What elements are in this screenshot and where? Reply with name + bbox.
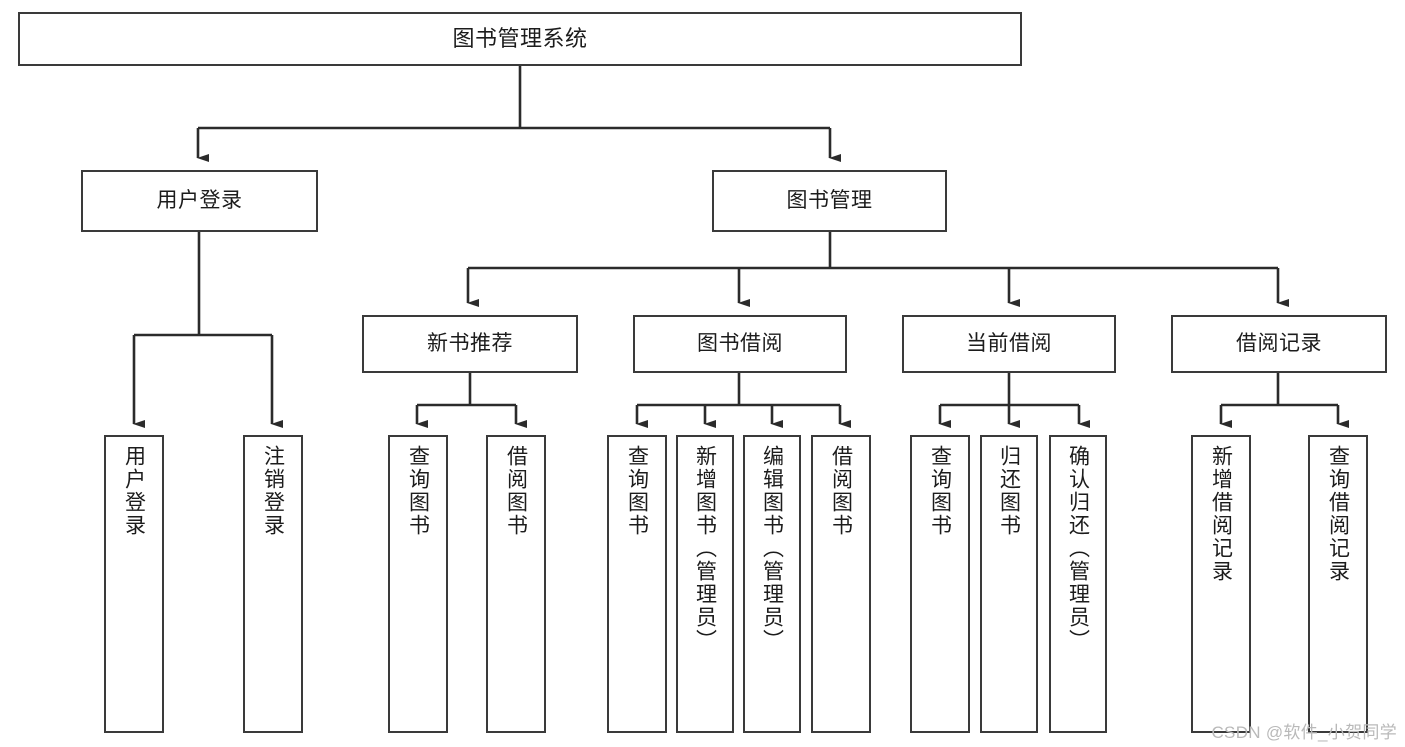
node-label: 编辑图书（管理员）: [760, 445, 784, 652]
node-label: 借阅记录: [1236, 332, 1322, 356]
node-label: 图书借阅: [697, 332, 783, 356]
node-root-system[interactable]: 图书管理系统: [18, 12, 1022, 66]
leaf-borrow-book-recommend[interactable]: 借阅图书: [486, 435, 546, 733]
leaf-confirm-return-admin[interactable]: 确认归还（管理员）: [1049, 435, 1107, 733]
leaf-add-book-admin[interactable]: 新增图书（管理员）: [676, 435, 734, 733]
leaf-return-book[interactable]: 归还图书: [980, 435, 1038, 733]
node-label: 用户登录: [156, 189, 243, 213]
leaf-query-book-current[interactable]: 查询图书: [910, 435, 970, 733]
node-book-management[interactable]: 图书管理: [712, 170, 947, 232]
node-label: 借阅图书: [829, 445, 853, 537]
leaf-query-book-recommend[interactable]: 查询图书: [388, 435, 448, 733]
node-label: 用户登录: [122, 445, 146, 537]
leaf-query-borrow-record[interactable]: 查询借阅记录: [1308, 435, 1368, 733]
node-label: 当前借阅: [966, 332, 1052, 356]
node-label: 查询图书: [625, 445, 649, 537]
node-label: 归还图书: [997, 445, 1021, 537]
node-label: 借阅图书: [504, 445, 528, 537]
csdn-watermark: CSDN @软件_小贺同学: [1211, 723, 1397, 742]
node-book-borrowing[interactable]: 图书借阅: [633, 315, 847, 373]
node-label: 图书管理: [786, 189, 873, 213]
node-label: 新增图书（管理员）: [693, 445, 717, 652]
node-label: 新增借阅记录: [1209, 445, 1233, 583]
leaf-borrow-book[interactable]: 借阅图书: [811, 435, 871, 733]
node-label: 查询借阅记录: [1326, 445, 1350, 583]
leaf-edit-book-admin[interactable]: 编辑图书（管理员）: [743, 435, 801, 733]
node-label: 查询图书: [406, 445, 430, 537]
node-user-login[interactable]: 用户登录: [81, 170, 318, 232]
node-new-book-recommendation[interactable]: 新书推荐: [362, 315, 578, 373]
node-borrowing-records[interactable]: 借阅记录: [1171, 315, 1387, 373]
leaf-add-borrow-record[interactable]: 新增借阅记录: [1191, 435, 1251, 733]
node-current-borrowing[interactable]: 当前借阅: [902, 315, 1116, 373]
node-label: 新书推荐: [427, 332, 513, 356]
node-label: 注销登录: [261, 445, 285, 537]
leaf-user-login[interactable]: 用户登录: [104, 435, 164, 733]
leaf-query-book-borrow[interactable]: 查询图书: [607, 435, 667, 733]
node-label: 确认归还（管理员）: [1066, 445, 1090, 652]
node-label: 图书管理系统: [452, 25, 588, 51]
node-label: 查询图书: [928, 445, 952, 537]
leaf-logout[interactable]: 注销登录: [243, 435, 303, 733]
